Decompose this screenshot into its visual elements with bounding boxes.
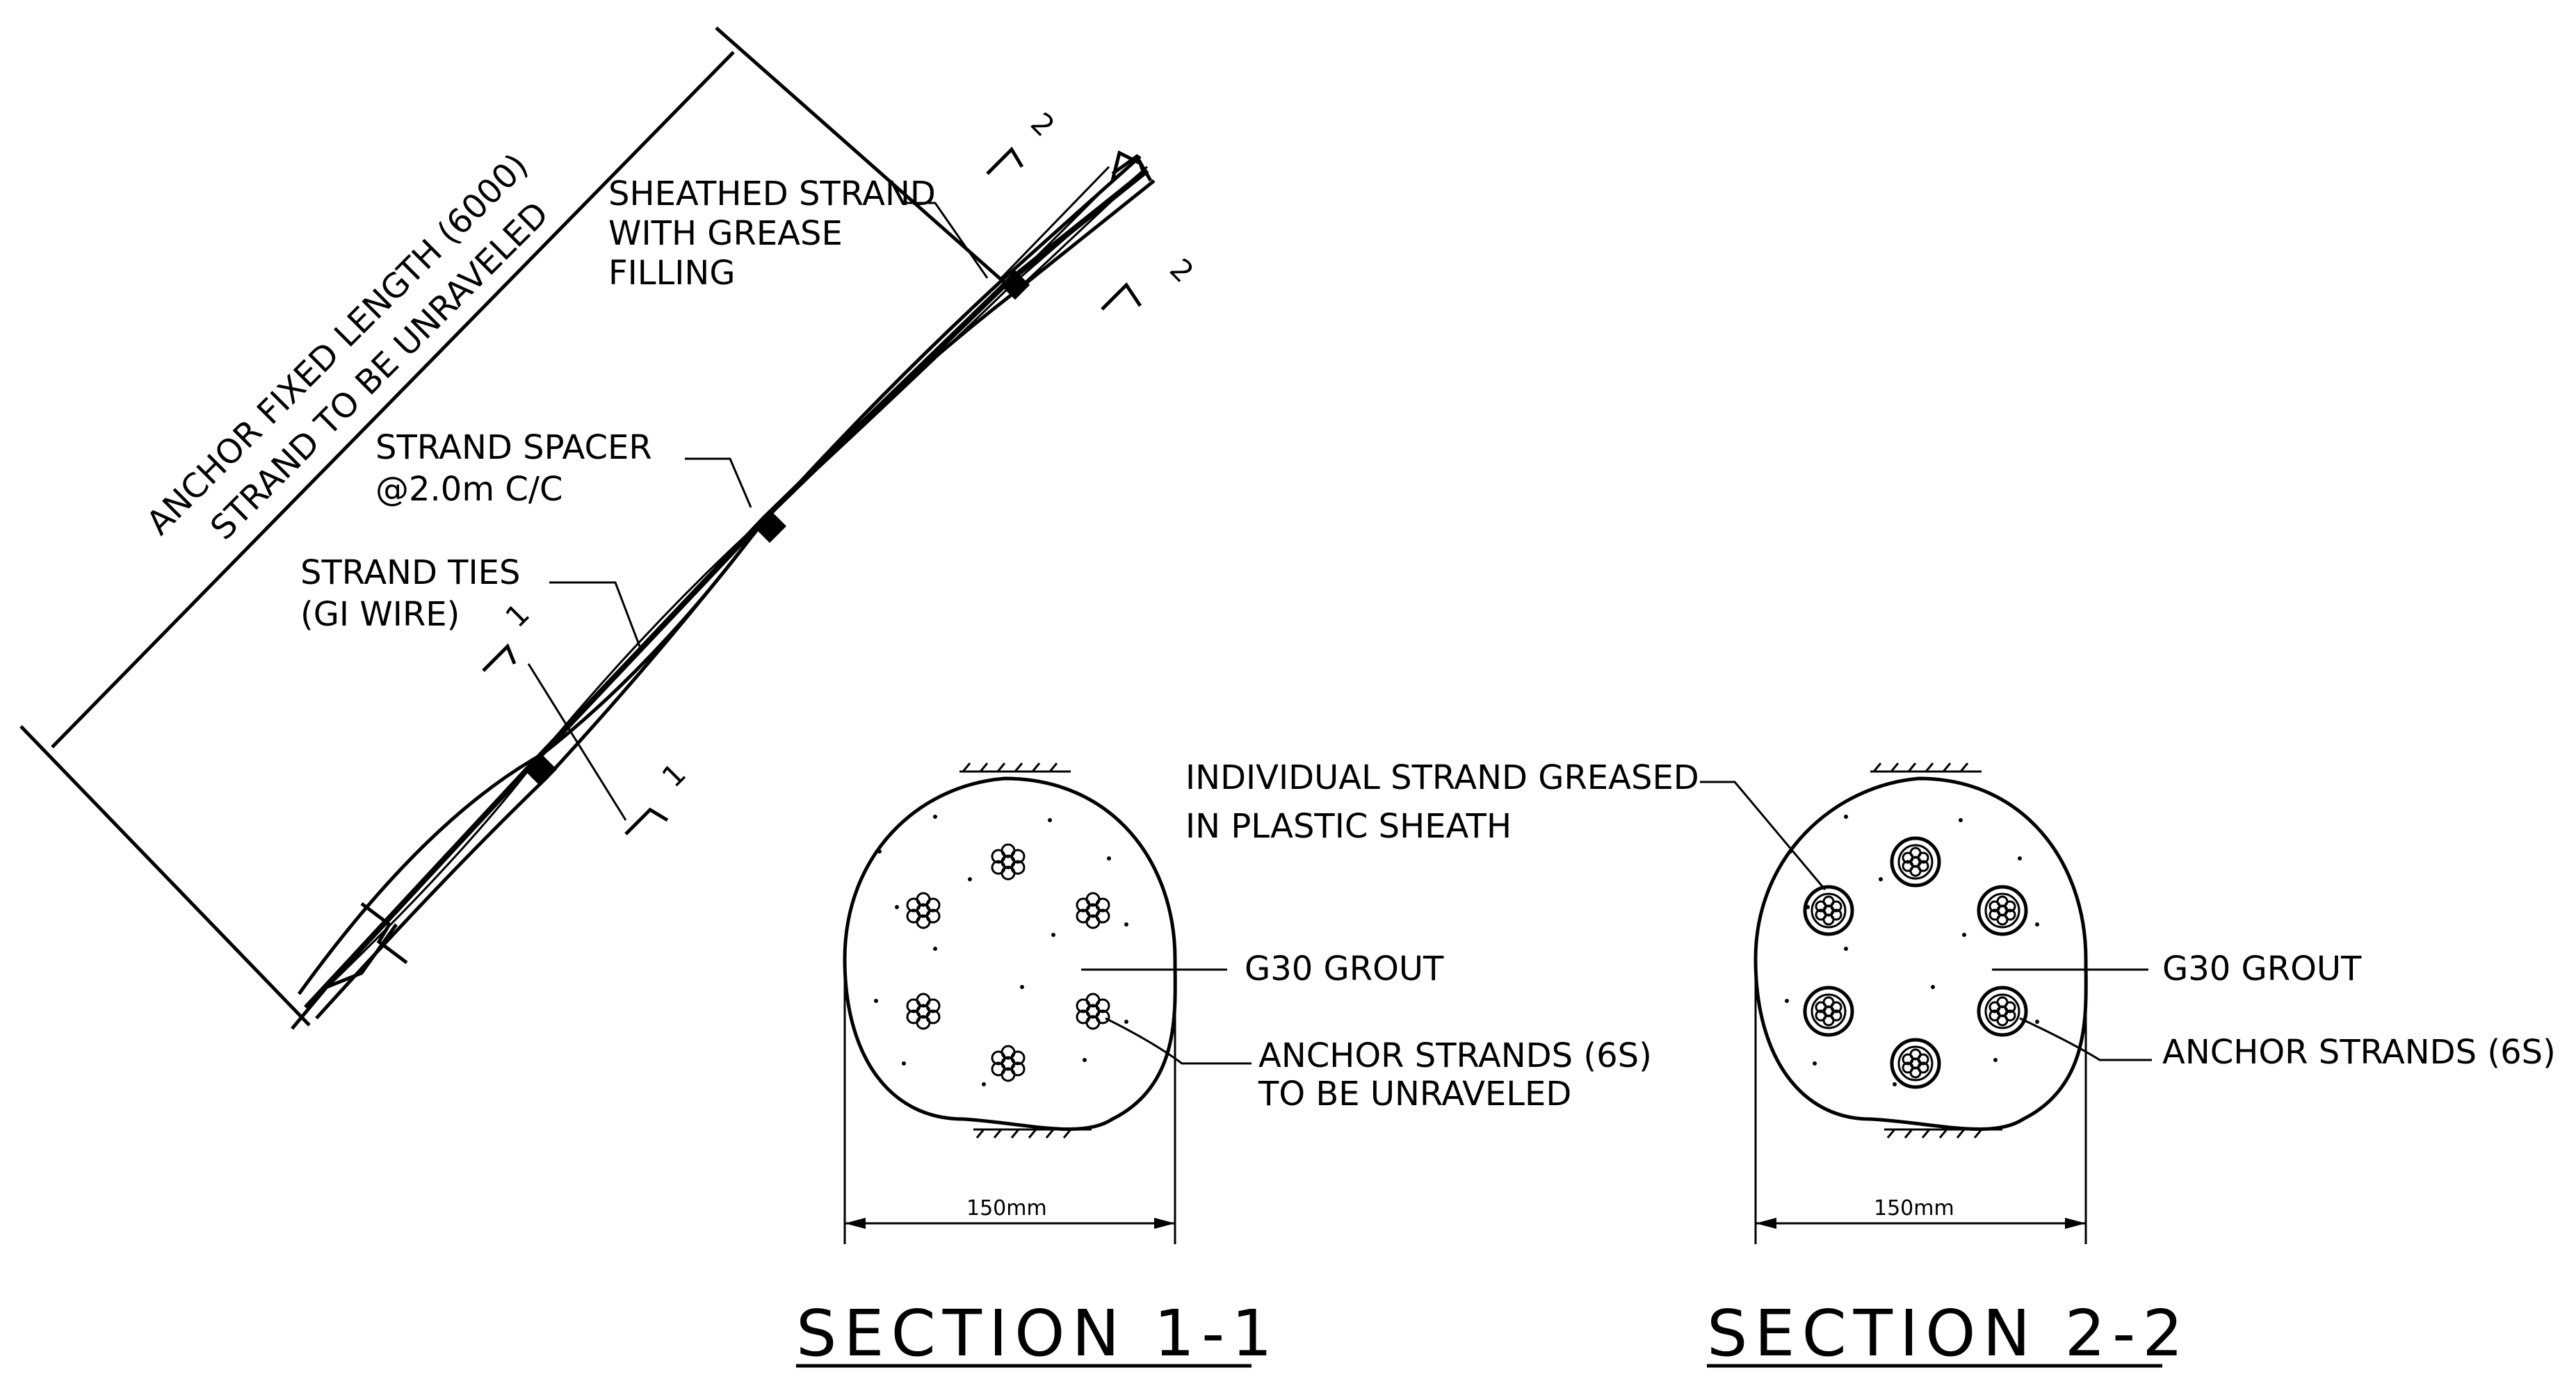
sheath-start-block bbox=[1000, 270, 1030, 300]
ground-hatch-bottom-2 bbox=[1884, 1128, 2002, 1139]
grout-label-2: G30 GROUT bbox=[2162, 949, 2362, 988]
grout-speckles-1 bbox=[874, 815, 1128, 1086]
grout-label-1: G30 GROUT bbox=[1245, 949, 1444, 988]
ground-hatch-bottom-1 bbox=[973, 1128, 1092, 1139]
strands-label-2: ANCHOR STRANDS (6S) bbox=[2162, 1033, 2556, 1072]
grout-speckles-2 bbox=[1785, 815, 2039, 1086]
cut-2-upper-label: 2 bbox=[1024, 106, 1062, 143]
sheathed-strands bbox=[1803, 836, 2028, 1089]
sheathed-strand-leader bbox=[904, 202, 989, 279]
dimension-extension-bottom bbox=[19, 725, 311, 1027]
cut-2-lower-label: 2 bbox=[1163, 252, 1201, 289]
borehole-outline-2 bbox=[1753, 776, 2088, 1132]
strands-leader-1 bbox=[1105, 1017, 1251, 1065]
dimension-line bbox=[51, 51, 735, 749]
width-arrow-right-1 bbox=[1154, 1218, 1175, 1229]
section-1-1-view: G30 GROUT ANCHOR STRANDS (6S) TO BE UNRA… bbox=[796, 762, 1652, 1371]
break-mark-bottom bbox=[360, 902, 408, 964]
width-arrow-left-1 bbox=[845, 1218, 866, 1229]
width-label-1: 150mm bbox=[966, 1196, 1047, 1221]
strands-label-1a: ANCHOR STRANDS (6S) bbox=[1258, 1036, 1652, 1075]
dimension-text: ANCHOR FIXED LENGTH (6000) STRAND TO BE … bbox=[139, 146, 556, 547]
elevation-view: ANCHOR FIXED LENGTH (6000) STRAND TO BE … bbox=[19, 26, 1201, 1030]
strand-ties-leader bbox=[549, 581, 641, 647]
width-arrow-left-2 bbox=[1756, 1218, 1776, 1229]
section-1-title: SECTION 1-1 bbox=[796, 1296, 1279, 1371]
sheathed-strand-label-3: FILLING bbox=[608, 254, 736, 293]
strand-spacer-label-2: @2.0m C/C bbox=[375, 470, 563, 509]
width-label-2: 150mm bbox=[1874, 1196, 1954, 1221]
sheath-leader bbox=[1700, 781, 1826, 890]
strands-label-1b: TO BE UNRAVELED bbox=[1258, 1075, 1571, 1113]
strands-leader-2 bbox=[2019, 1017, 2152, 1061]
ground-hatch-top-2 bbox=[1870, 762, 1982, 773]
section-2-title: SECTION 2-2 bbox=[1707, 1296, 2190, 1371]
width-arrow-right-2 bbox=[2065, 1218, 2086, 1229]
sheathed-strand-label-1: SHEATHED STRAND bbox=[608, 174, 936, 213]
sheath-label-2: IN PLASTIC SHEATH bbox=[1185, 807, 1512, 846]
sheath-label-1: INDIVIDUAL STRAND GREASED bbox=[1185, 758, 1699, 797]
unraveled-strand-cluster bbox=[906, 843, 1110, 1082]
cut-1-lower-label: 1 bbox=[655, 757, 692, 794]
strand-spacer-label-1: STRAND SPACER bbox=[375, 428, 652, 467]
ground-hatch-top-1 bbox=[959, 762, 1071, 773]
anchor-strand-bundle bbox=[291, 150, 1156, 1030]
sheathed-strand-label-2: WITH GREASE bbox=[608, 214, 843, 253]
strand-spacer-block bbox=[752, 509, 787, 544]
strand-ties-label-1: STRAND TIES bbox=[300, 553, 520, 592]
section-2-2-view: INDIVIDUAL STRAND GREASED IN PLASTIC SHE… bbox=[1185, 758, 2556, 1371]
break-mark-top bbox=[1111, 154, 1153, 182]
strand-ties-label-2: (GI WIRE) bbox=[300, 595, 460, 634]
borehole-outline-1 bbox=[843, 776, 1177, 1132]
cut-1-upper-label: 1 bbox=[499, 597, 536, 635]
strand-spacer-leader bbox=[685, 457, 752, 508]
strand-tie-block bbox=[523, 752, 558, 787]
